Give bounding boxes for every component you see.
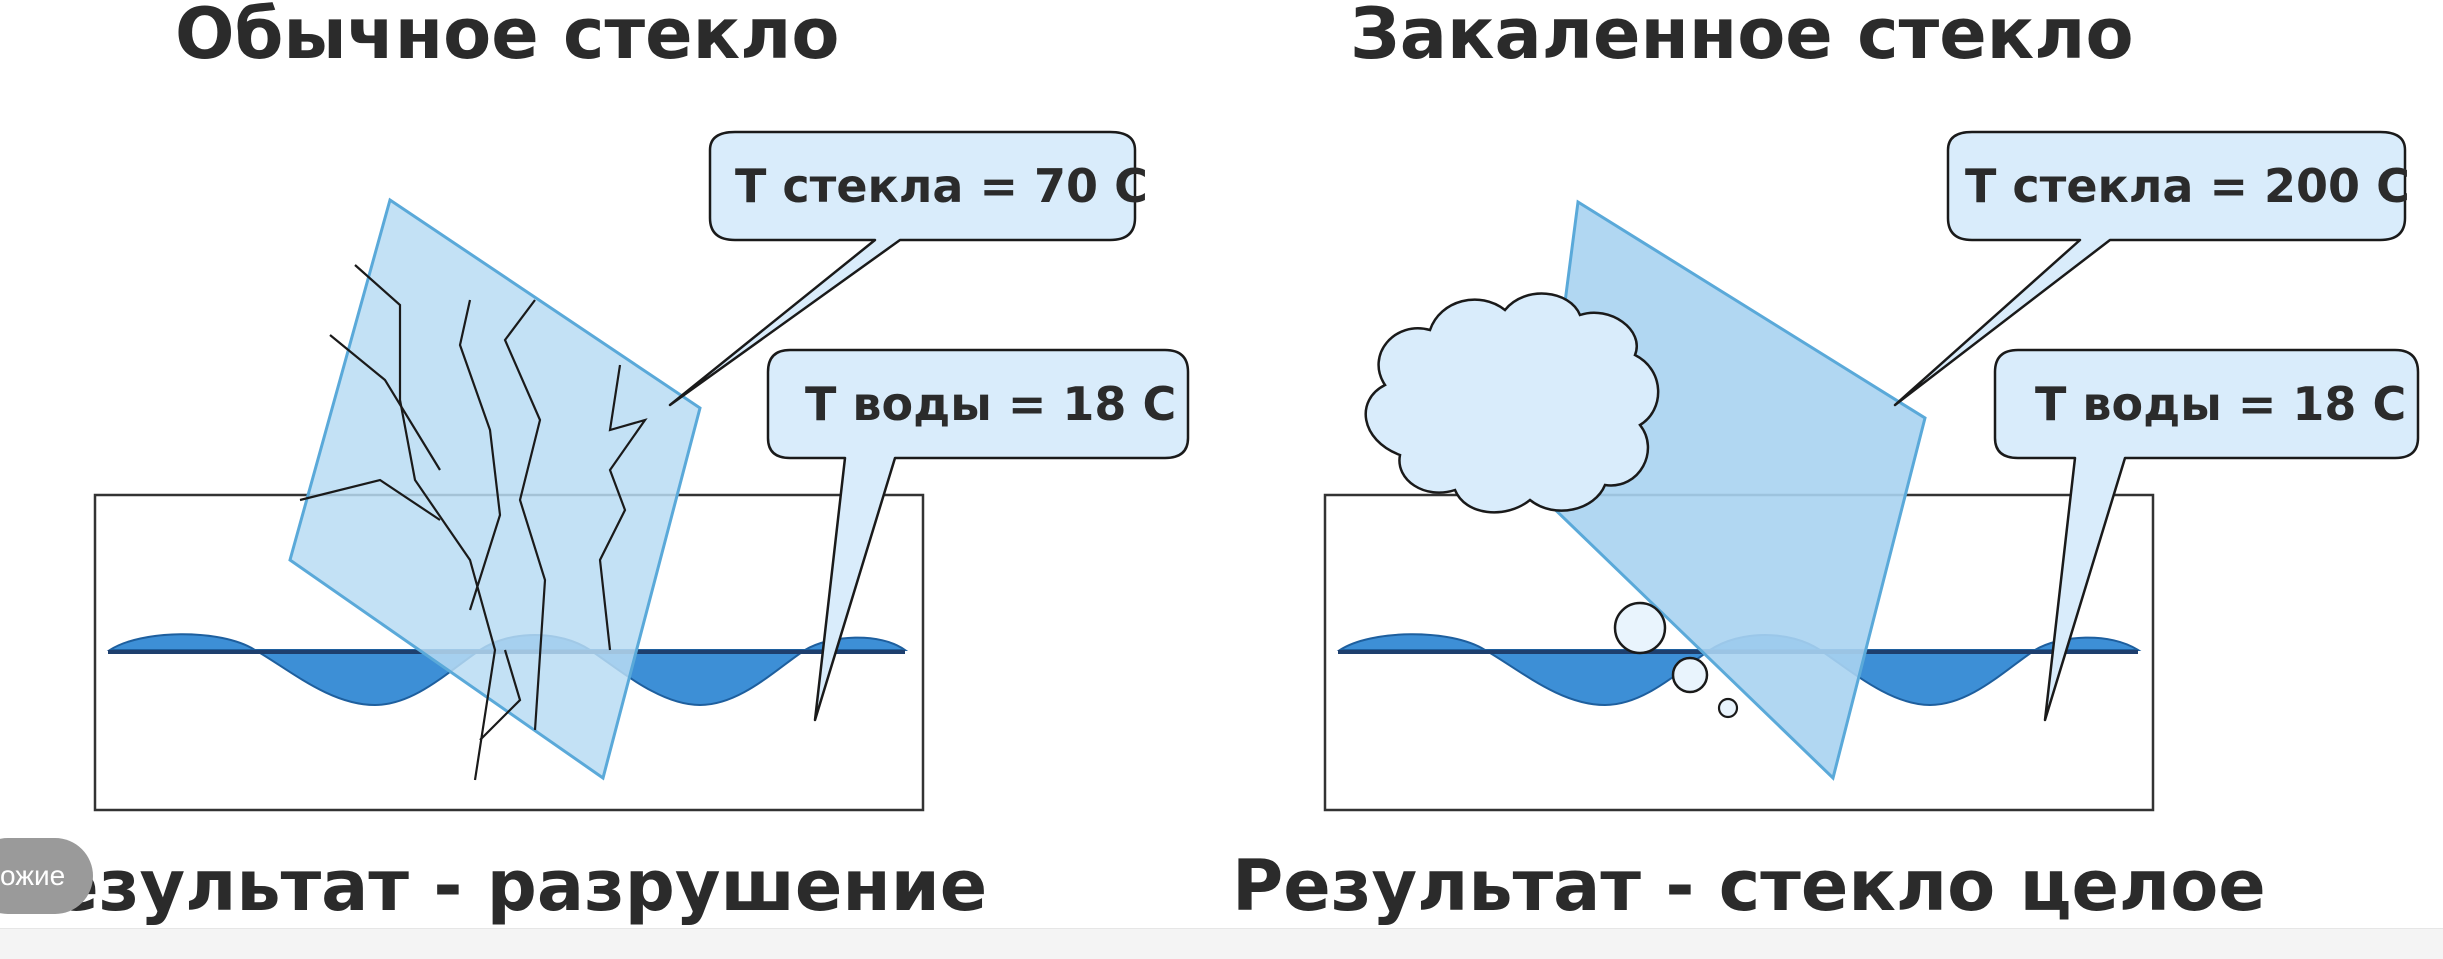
right-water-temp-callout — [1993, 348, 2420, 722]
right-glass-temp-label: T стекла = 200 C — [1965, 159, 2410, 213]
steam-bubble-large — [1613, 601, 1667, 655]
left-water-temp-callout — [766, 348, 1190, 722]
right-result: Результат - стекло целое — [1232, 845, 2266, 927]
left-glass-temp-label: T стекла = 70 C — [735, 159, 1148, 213]
glass-crack-lines — [299, 264, 648, 781]
bottom-bar — [0, 928, 2443, 959]
left-result: Результат - разрушение — [0, 845, 987, 927]
steam-cloud-icon — [1364, 292, 1660, 514]
right-water-temp-label: T воды = 18 C — [2035, 377, 2406, 431]
similar-images-button[interactable]: ожие — [0, 838, 94, 914]
right-title: Закаленное стекло — [1350, 0, 2134, 75]
left-title: Обычное стекло — [175, 0, 839, 75]
left-water-temp-label: T воды = 18 C — [805, 377, 1176, 431]
steam-bubble-medium — [1671, 656, 1709, 694]
right-glass-temp-callout — [1893, 130, 2407, 407]
left-glass-temp-callout — [668, 130, 1137, 407]
steam-bubble-small — [1717, 697, 1739, 719]
left-glass-pane-cracked — [288, 197, 702, 781]
